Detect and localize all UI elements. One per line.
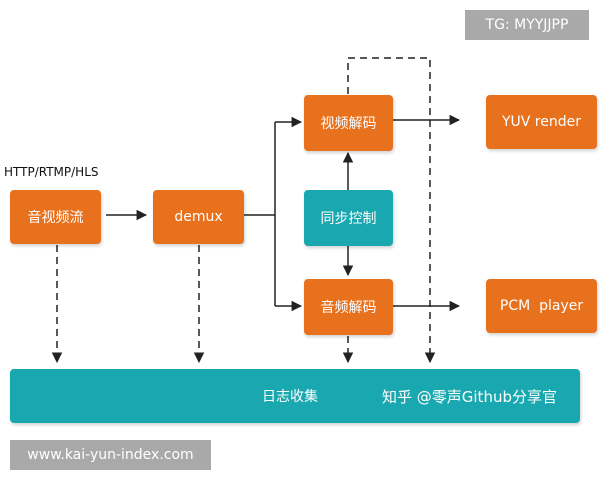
edge-video-loop-dashed [347,57,436,364]
node-pcm-player: PCM player [486,279,597,333]
badge-top: TG: MYYJJPP [465,10,589,40]
node-yuv-render: YUV render [486,95,597,149]
node-sync-control: 同步控制 [304,190,393,246]
node-audio-decode: 音频解码 [304,279,393,335]
watermark-text: 知乎 @零声Github分享官 [382,388,557,406]
node-video-decode: 视频解码 [304,95,393,151]
node-log-collect: 日志收集 知乎 @零声Github分享官 [10,369,580,423]
log-collect-label: 日志收集 [262,389,318,405]
node-av-stream: 音视频流 [10,190,101,244]
node-demux: demux [153,190,244,244]
protocol-label: HTTP/RTMP/HLS [4,165,99,179]
badge-bottom: www.kai-yun-index.com [10,440,211,470]
